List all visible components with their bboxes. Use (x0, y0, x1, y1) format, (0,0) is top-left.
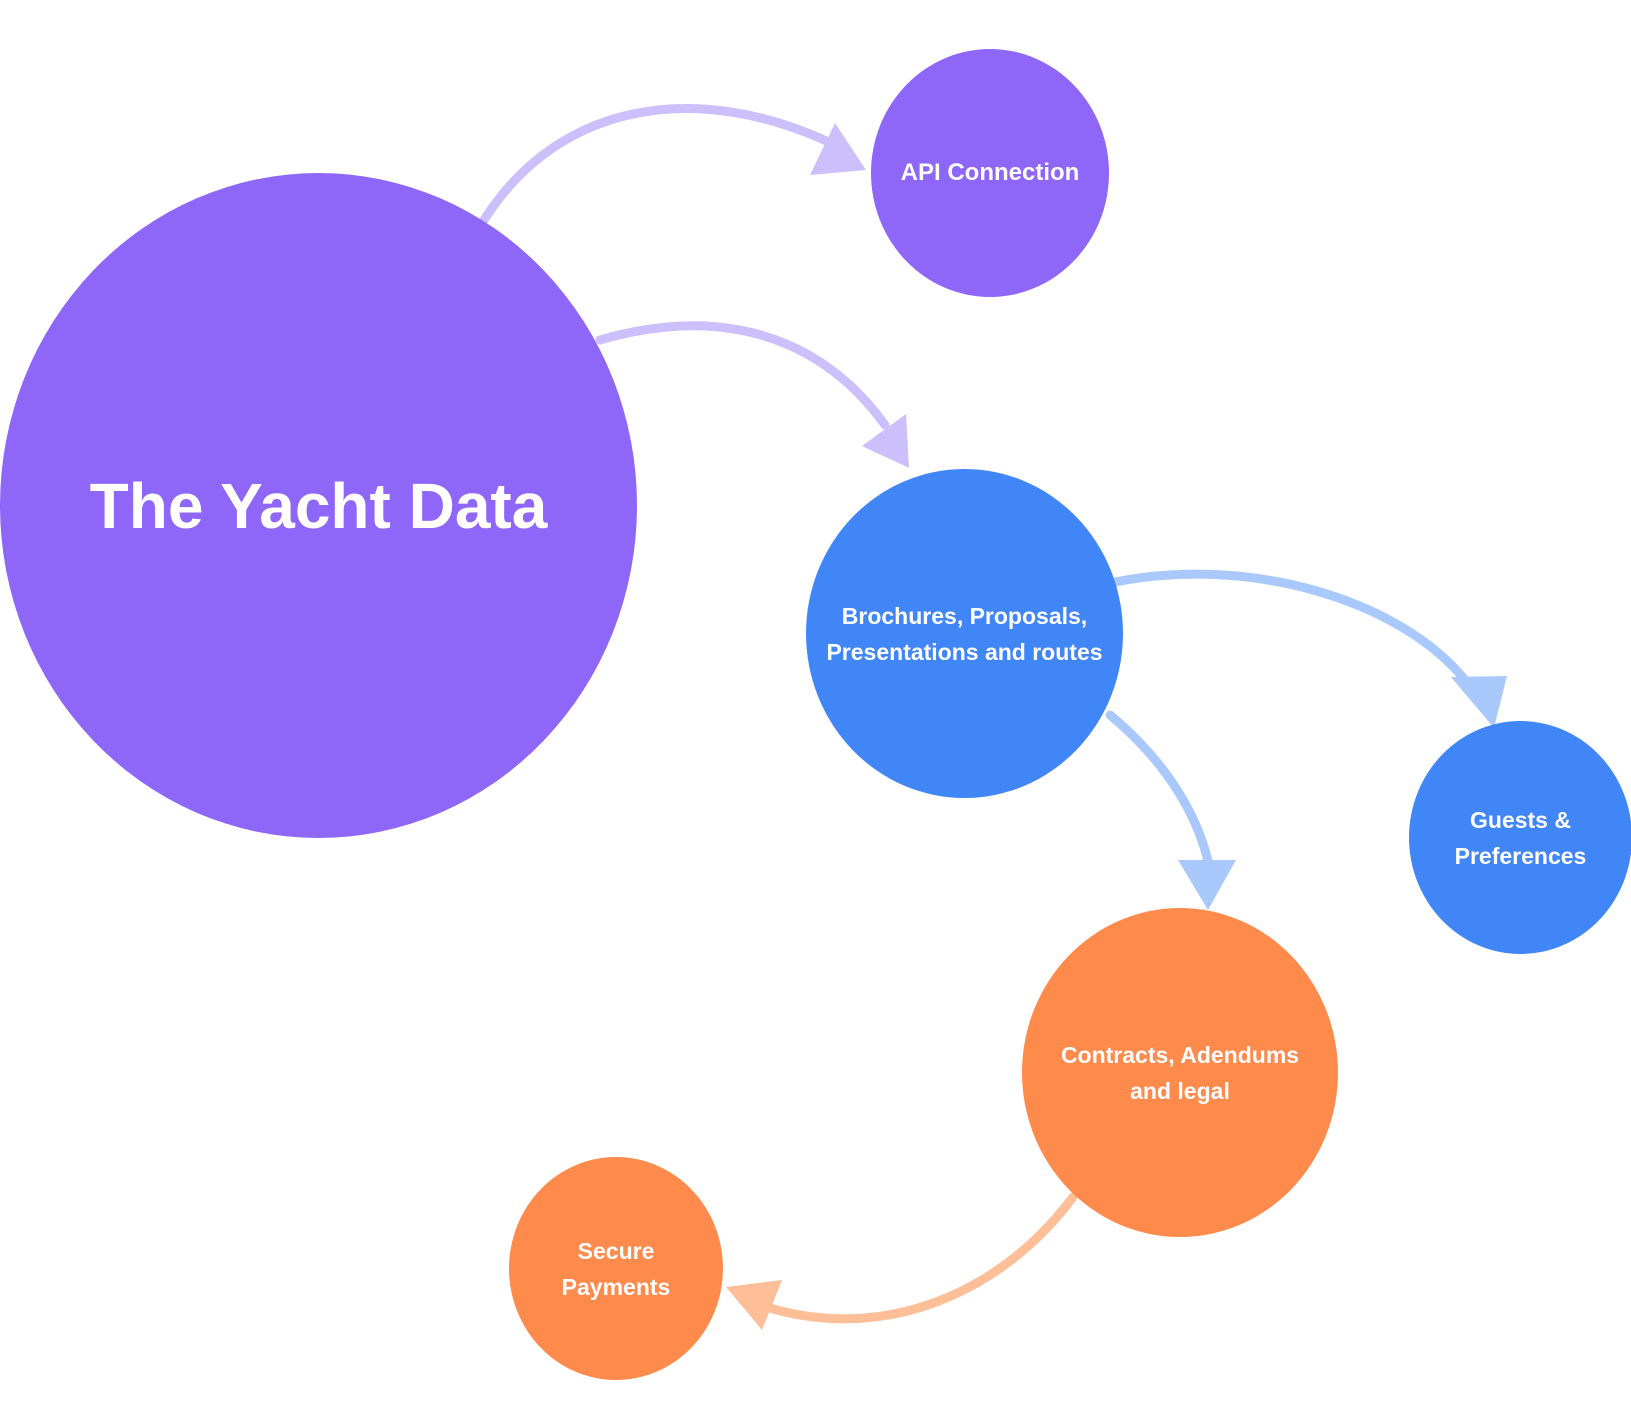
edge-contracts-to-payments (726, 1192, 1078, 1330)
edge-line (1110, 569, 1470, 685)
node-label: Brochures, Proposals, Presentations and … (826, 602, 1103, 665)
node-brochures-proposals[interactable]: Brochures, Proposals, Presentations and … (806, 469, 1123, 798)
node-label: API Connection (900, 159, 1080, 186)
edge-brochures-to-contracts (1105, 710, 1236, 910)
edge-line (755, 1192, 1078, 1324)
node-contracts-legal[interactable]: Contracts, Adendums and legal (1022, 908, 1338, 1237)
edge-arrowhead (1451, 676, 1507, 728)
edge-brochures-to-guests (1110, 569, 1507, 728)
node-label: Guests & Preferences (1454, 806, 1587, 869)
node-secure-payments[interactable]: Secure Payments (509, 1157, 723, 1380)
edge-arrowhead (862, 414, 909, 468)
node-guests-preferences[interactable]: Guests & Preferences (1409, 721, 1631, 954)
edge-arrowhead (1178, 860, 1236, 910)
edge-yacht-to-brochures (595, 321, 909, 468)
edge-line (479, 104, 840, 225)
node-the-yacht-data[interactable]: The Yacht Data (0, 173, 637, 838)
edge-arrowhead (726, 1280, 782, 1330)
node-api-connection[interactable]: API Connection (871, 49, 1109, 297)
node-label: Secure Payments (561, 1237, 671, 1300)
edge-arrowhead (810, 123, 866, 175)
node-label: Contracts, Adendums and legal (1060, 1041, 1300, 1104)
edge-line (595, 321, 890, 430)
node-label: The Yacht Data (89, 469, 548, 542)
edge-yacht-to-api (479, 104, 866, 225)
edge-line (1105, 710, 1215, 875)
